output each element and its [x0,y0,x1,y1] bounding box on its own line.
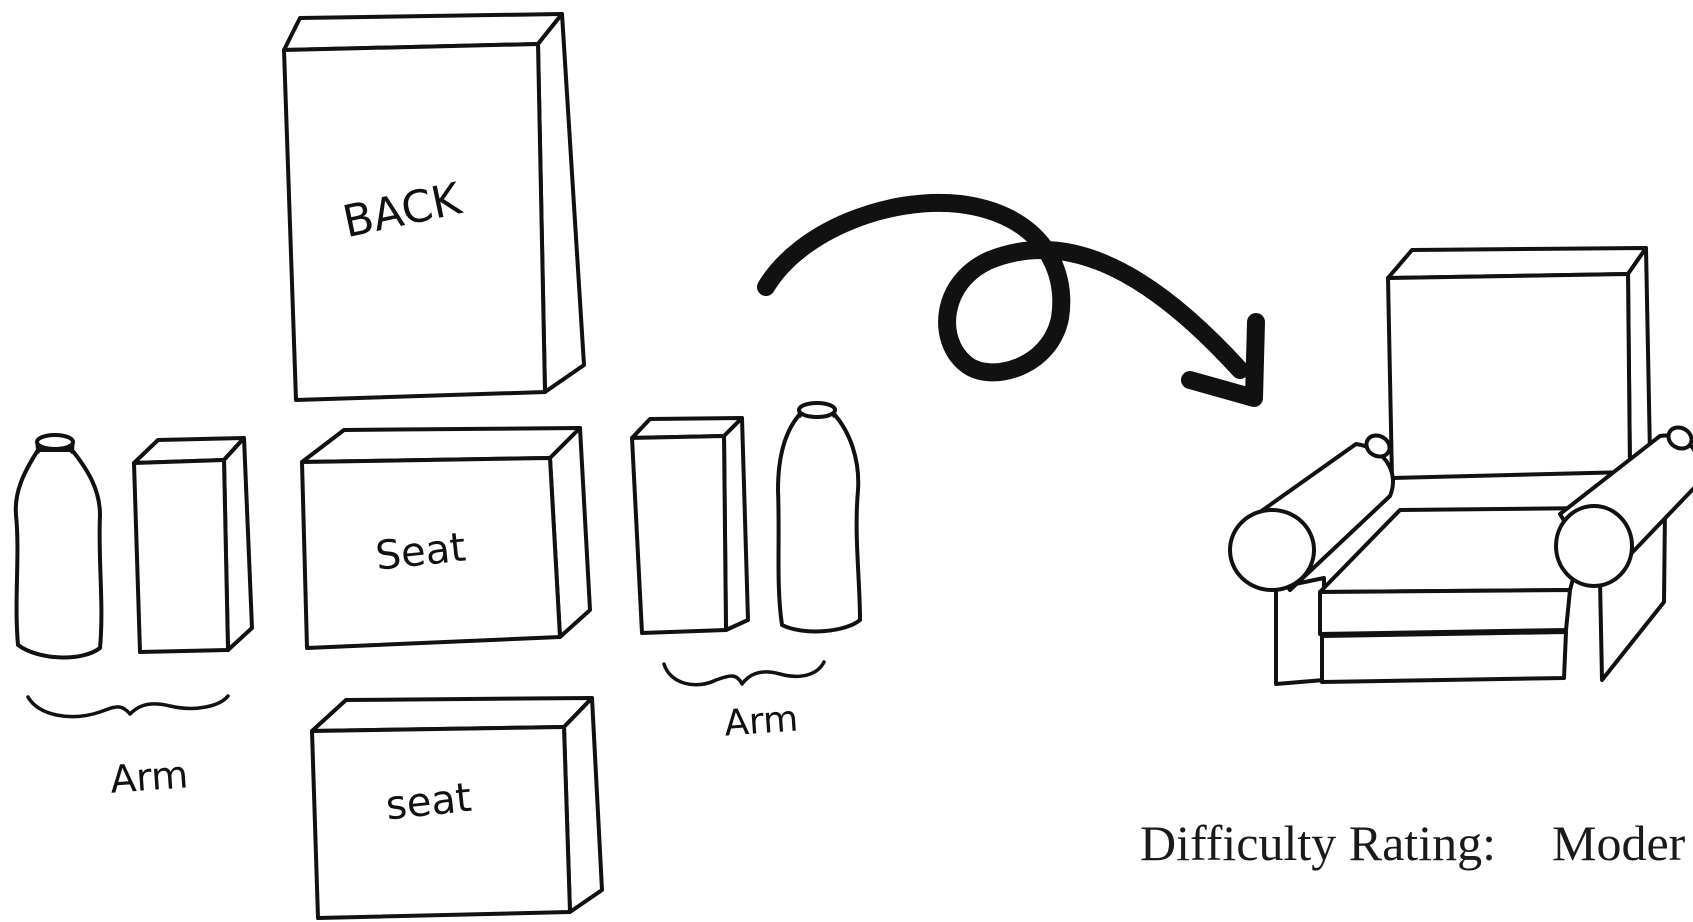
arm-left-label: Arm [109,752,190,801]
seat-top-label: Seat [373,524,468,579]
seat-box-top: Seat [300,426,592,650]
loop-arrow-icon [757,193,1265,407]
arm-box-left [132,436,254,654]
seat-bottom-label: seat [384,775,474,830]
seat-box-bottom: seat [310,696,604,920]
arm-box-right [630,416,750,635]
difficulty-rating-value: Moder [1552,815,1686,871]
bottle-right-icon [776,401,862,634]
difficulty-rating-prefix: Difficulty Rating: [1140,815,1496,871]
difficulty-rating: Difficulty Rating: Moder [1140,815,1686,871]
arm-right-label: Arm [723,699,800,745]
back-box: BACK [282,12,586,402]
arm-brace-left-icon: Arm [26,694,230,802]
bottle-left-icon [13,433,104,660]
arm-brace-right-icon: Arm [662,660,826,745]
armchair-icon [1228,246,1693,686]
